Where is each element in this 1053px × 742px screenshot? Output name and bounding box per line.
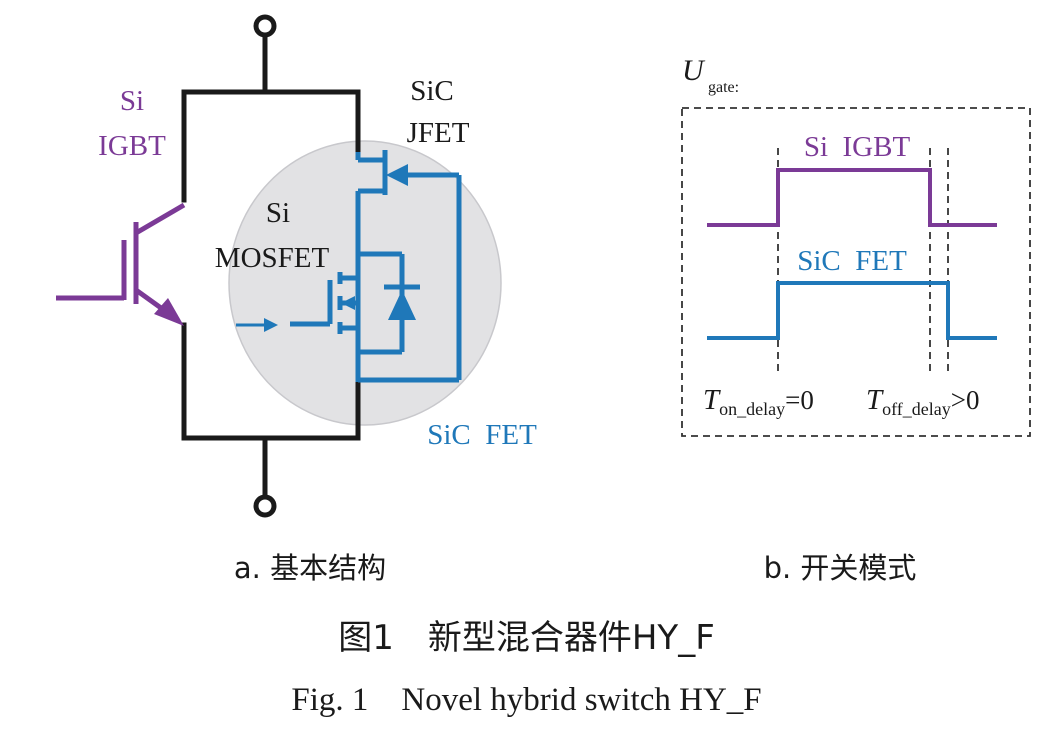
figure-caption-en: Fig. 1 Novel hybrid switch HY_F <box>291 682 762 718</box>
mosfet-body-arrow <box>341 296 355 310</box>
igbt-label-igbt: IGBT <box>98 130 166 162</box>
fet-gate-trace <box>707 281 997 340</box>
igbt-trace-label: Si IGBT <box>804 131 911 163</box>
t-on-delay: Ton_delay=0 <box>703 384 814 419</box>
subcaption-b: b. 开关模式 <box>763 551 917 585</box>
t-off-delay: Toff_delay>0 <box>866 384 980 419</box>
circuit-panel: Si IGBT SiC JFET <box>56 14 537 518</box>
mosfet-gate-arrow <box>236 318 278 332</box>
top-terminal <box>253 14 277 38</box>
subcaption-a: a. 基本结构 <box>233 551 387 585</box>
mosfet-label-si: Si <box>266 197 290 229</box>
mosfet-label-mosfet: MOSFET <box>215 242 330 274</box>
jfet-gate-arrow <box>386 164 408 186</box>
u-gate-subscript: gate: <box>708 79 739 96</box>
timing-panel: U gate: Si IGBT SiC FET Ton_delay=0 Toff… <box>681 54 1031 437</box>
fet-trace-label: SiC FET <box>797 245 907 277</box>
igbt-symbol <box>56 202 186 316</box>
sic-fet-ellipse <box>228 140 502 426</box>
jfet-label-jfet: JFET <box>407 117 470 149</box>
main-wiring <box>181 33 361 499</box>
igbt-gate-trace <box>707 168 997 227</box>
jfet-label-sic: SiC <box>410 75 454 107</box>
bottom-terminal <box>253 494 277 518</box>
igbt-emitter-arrow <box>154 298 184 326</box>
timing-dashed-frame <box>681 107 1031 437</box>
igbt-label-si: Si <box>120 85 144 117</box>
u-gate-symbol: U <box>682 54 706 87</box>
body-diode <box>388 290 416 320</box>
sic-fet-label: SiC FET <box>427 419 537 451</box>
figure-caption-cn: 图1 新型混合器件HY_F <box>338 618 715 658</box>
